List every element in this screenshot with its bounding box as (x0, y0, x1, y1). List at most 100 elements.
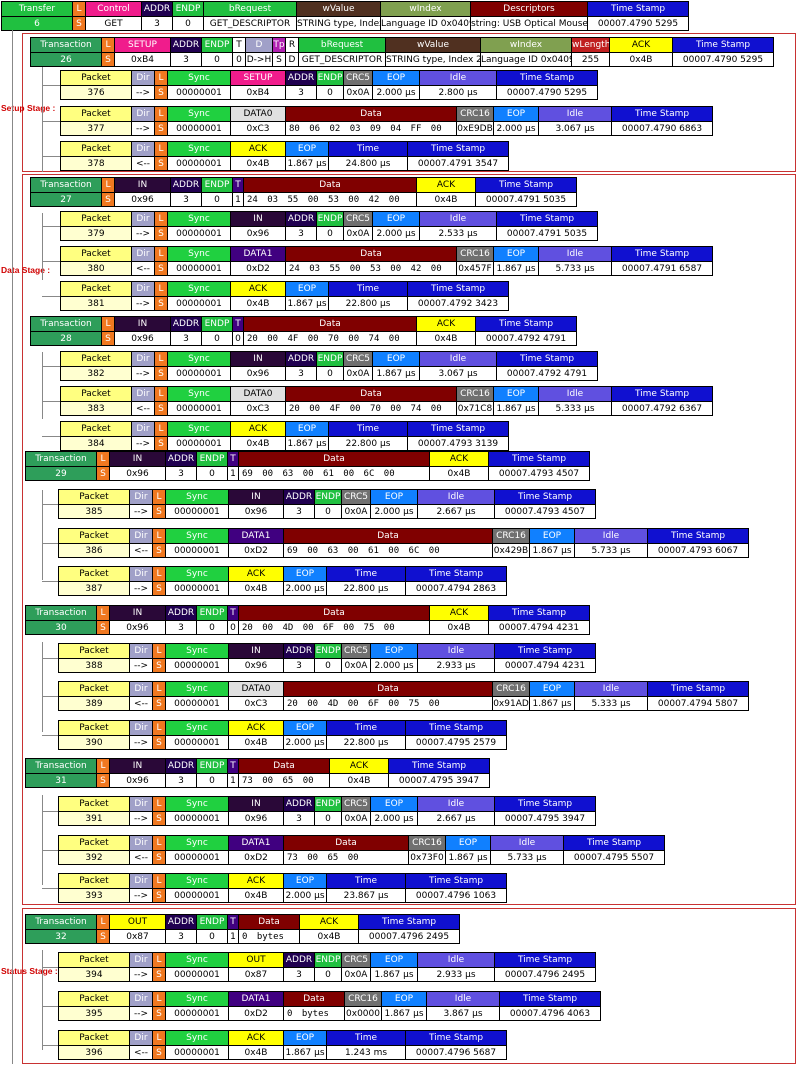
packet-378-header: Packet (61, 142, 131, 156)
dir-cell-header: Dir (132, 247, 154, 261)
ls-cell-value: S (73, 16, 85, 30)
timestamp-cell-value: 00007.4794 4231 (495, 658, 595, 672)
addr-cell-value: 3 (284, 504, 314, 518)
timestamp-cell-header: Time Stamp (489, 452, 589, 466)
t-cell-header: T (228, 759, 238, 773)
idle-cell-value: 5.733 µs (491, 850, 563, 864)
ls-cell-value: S (153, 696, 165, 710)
r-cell-header: R (286, 38, 298, 52)
timestamp-cell-header: Time Stamp (612, 107, 712, 121)
ls-cell-value: S (155, 436, 167, 450)
ls-cell-value: S (153, 888, 165, 902)
transfer-cell-value: 6 (2, 16, 72, 30)
data-payload-cell-value: 73 00 65 00 (239, 773, 329, 787)
ls-cell-header: L (153, 797, 165, 811)
ls-cell-value: S (97, 620, 109, 634)
addr-cell-value: 3 (166, 466, 196, 480)
ack-cell-value: 0x4B (417, 331, 475, 345)
eop-cell-value: 1.867 µs (286, 436, 328, 450)
pid-cell-header: IN (115, 317, 170, 331)
timestamp-cell-value: 00007.4792 4791 (476, 331, 576, 345)
dir-cell-value: <-- (132, 261, 154, 275)
ls-cell-value: S (153, 504, 165, 518)
pid-cell-value: 0x96 (110, 620, 165, 634)
ls-cell-value: S (102, 52, 114, 66)
ls-cell-header: L (155, 387, 167, 401)
crc16-cell-header: CRC16 (457, 247, 493, 261)
data-payload-cell-value: 0 bytes (239, 929, 299, 943)
